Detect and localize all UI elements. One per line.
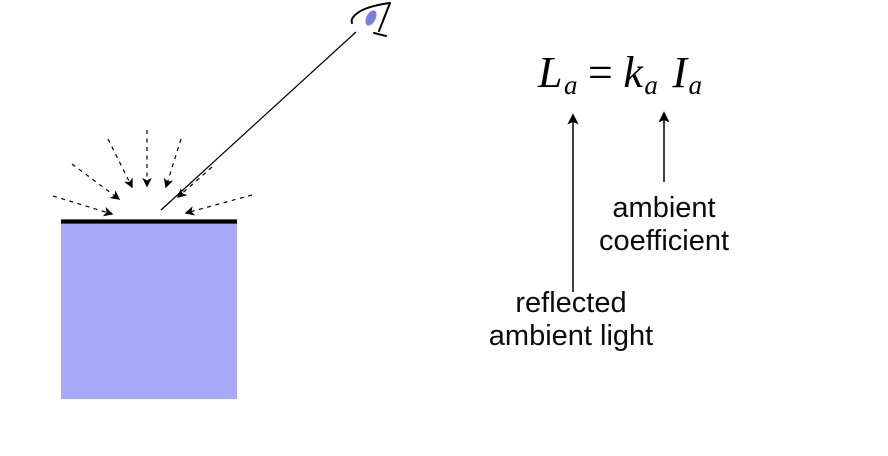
view-ray [160,31,357,211]
ambient-arrow [52,195,114,217]
eye-iris [365,10,377,26]
formula-equals: = [587,48,614,97]
reflected-ambient-label-line2: ambient light [488,320,654,352]
ambient-light-arrows [52,130,253,217]
surface-body [61,223,237,399]
ambient-arrow [163,138,182,189]
ambient-arrow [176,166,213,198]
surface [61,219,237,399]
ambient-coefficient-label-line2: coefficient [598,225,730,257]
reflected-ambient-label-line1: reflected [515,287,627,319]
eye-icon [350,2,391,37]
ambient-arrow [71,163,121,200]
reflected-ambient-label: reflected ambient light [421,287,721,353]
formula-result-symbol: L [538,48,563,97]
ambient-coefficient-label: ambient coefficient [514,192,814,258]
formula-pointer-arrows [567,111,670,292]
formula-intensity-symbol: I [672,48,688,97]
ambient-arrow [184,194,253,216]
ambient-coefficient-label-line1: ambient [612,192,716,224]
eye-foot [373,32,387,37]
eye-outline [350,2,391,32]
formula-result-subscript: a [563,70,578,100]
formula-intensity-subscript: a [688,70,703,100]
ambient-arrow [107,138,133,189]
formula-coefficient-symbol: k [623,48,644,97]
formula-coefficient-subscript: a [644,70,659,100]
